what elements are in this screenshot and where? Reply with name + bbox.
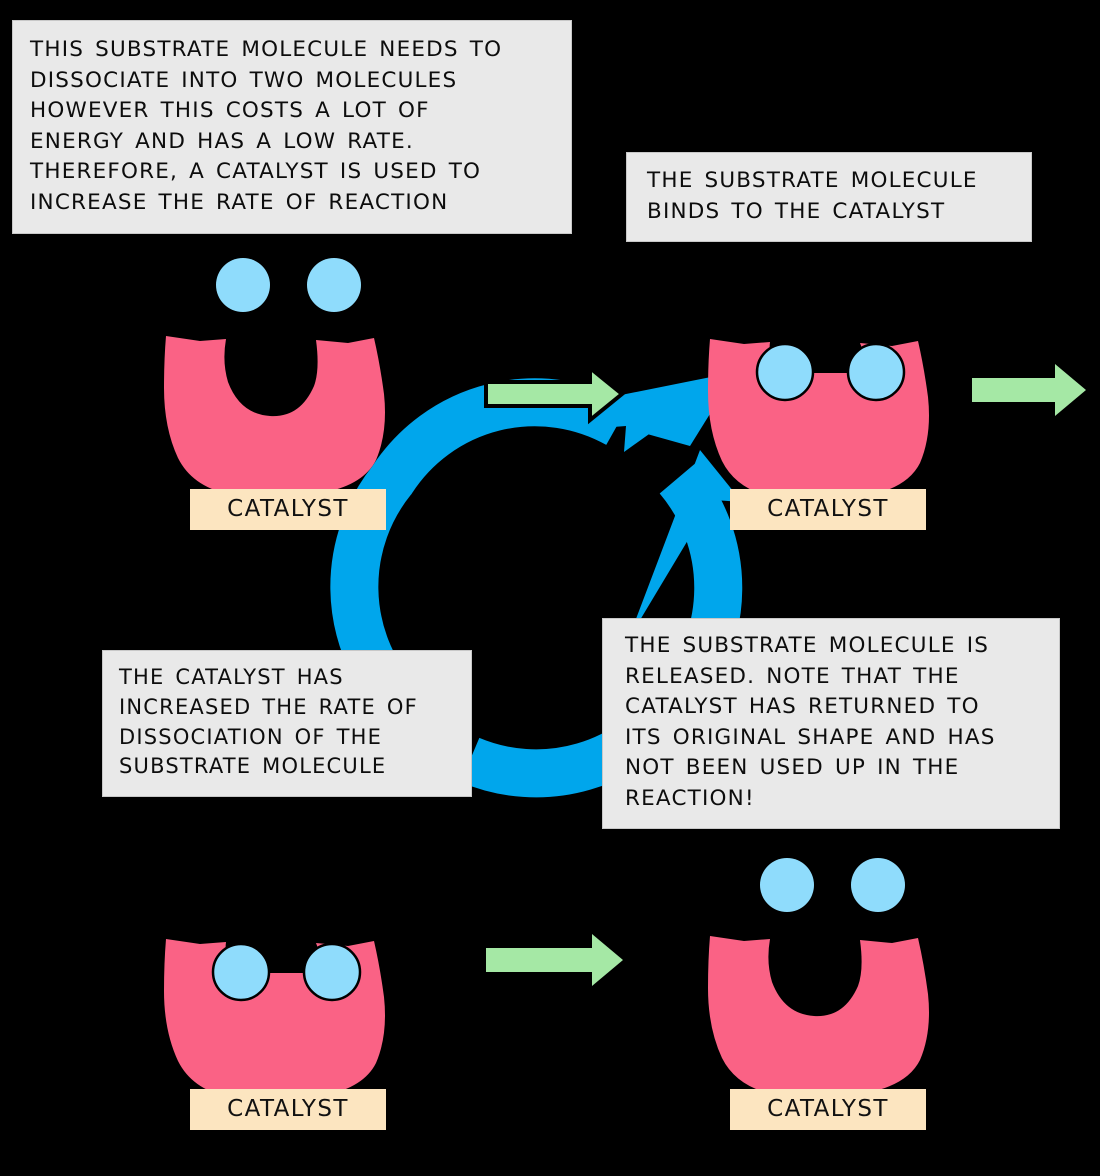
substrate-molecule	[307, 258, 361, 312]
stage-bottom-right	[708, 858, 929, 1098]
arrow-right-icon-top	[484, 363, 626, 425]
catalyst-label-top-left: CATALYST	[190, 489, 386, 530]
callout-substrate-released-text: THE SUBSTRATE MOLECULE IS RELEASED. NOTE…	[602, 618, 1060, 830]
substrate-molecule	[760, 858, 814, 912]
substrate-molecule	[216, 258, 270, 312]
stage-bottom-left	[164, 939, 385, 1101]
callout-substrate-binds-text: THE SUBSTRATE MOLECULE BINDS TO THE CATA…	[626, 152, 1032, 243]
stage-top-left	[164, 258, 385, 498]
substrate-molecule	[302, 942, 362, 1002]
stage-top-right	[708, 339, 929, 501]
callout-rate-increased-text: THE CATALYST HAS INCREASED THE RATE OF D…	[102, 650, 472, 798]
substrate-molecule	[851, 858, 905, 912]
catalyst-label-bottom-right: CATALYST	[730, 1089, 926, 1130]
substrate-molecule	[211, 942, 271, 1002]
arrow-right-icon-bottom	[486, 934, 623, 986]
callout-intro-text: THIS SUBSTRATE MOLECULE NEEDS TO DISSOCI…	[12, 20, 572, 235]
catalyst-label-top-right: CATALYST	[730, 489, 926, 530]
substrate-molecule	[846, 342, 906, 402]
substrate-molecule	[755, 342, 815, 402]
catalyst-label-bottom-left: CATALYST	[190, 1089, 386, 1130]
arrow-right-icon-right-edge	[972, 364, 1086, 416]
